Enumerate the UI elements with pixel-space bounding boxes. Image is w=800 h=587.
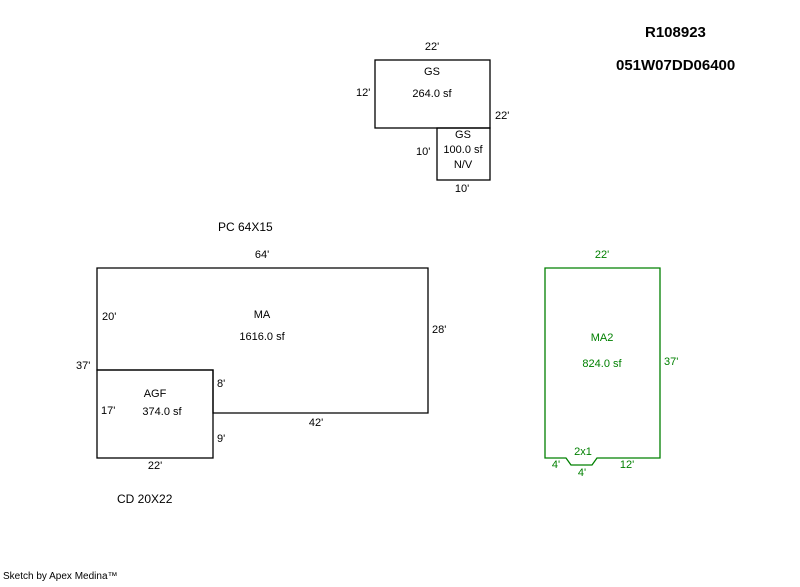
note-pc: PC 64X15 bbox=[218, 220, 273, 234]
gs2-area: 100.0 sf bbox=[443, 144, 483, 156]
gs1-dim-left: 12' bbox=[356, 87, 371, 99]
agf-dim-bottom: 22' bbox=[147, 460, 163, 472]
account-number: R108923 bbox=[645, 24, 706, 41]
gs2-outline bbox=[436, 127, 491, 181]
ma2-dim-right: 37' bbox=[664, 356, 679, 368]
ma2-dim-notch: 2x1 bbox=[574, 446, 592, 458]
ma-dim-bottom: 42' bbox=[308, 417, 324, 429]
ma-dim-left-total: 37' bbox=[76, 360, 91, 372]
ma2-label: MA2 bbox=[590, 332, 614, 344]
gs1-label: GS bbox=[424, 66, 440, 78]
agf-label: AGF bbox=[143, 388, 167, 400]
gs2-note: N/V bbox=[453, 159, 473, 171]
ma2-dim-notch-bottom: 4' bbox=[577, 467, 587, 479]
gs2-label: GS bbox=[455, 129, 471, 141]
gs1-area: 264.0 sf bbox=[412, 88, 452, 100]
ma2-area: 824.0 sf bbox=[582, 358, 622, 370]
gs2-dim-bottom: 10' bbox=[454, 183, 470, 195]
gs2-dim-left: 10' bbox=[416, 146, 431, 158]
gs2-dim-right: 22' bbox=[495, 110, 510, 122]
ma-dim-right: 28' bbox=[432, 324, 447, 336]
ma2-outline bbox=[544, 267, 661, 466]
agf-dim-left: 17' bbox=[101, 405, 116, 417]
ma-label: MA bbox=[253, 309, 271, 321]
ma-dim-left-upper: 20' bbox=[102, 311, 117, 323]
ma-area: 1616.0 sf bbox=[239, 331, 285, 343]
ma2-dim-bottom-right: 12' bbox=[619, 459, 635, 471]
ma-dim-step-upper: 8' bbox=[217, 378, 226, 390]
gs1-dim-top: 22' bbox=[424, 41, 440, 53]
ma2-dim-bottom-left: 4' bbox=[551, 459, 561, 471]
agf-outline bbox=[96, 369, 214, 459]
ma-dim-top: 64' bbox=[254, 249, 270, 261]
ma2-dim-top: 22' bbox=[594, 249, 610, 261]
ma-dim-step-lower: 9' bbox=[217, 433, 226, 445]
parcel-number: 051W07DD06400 bbox=[616, 57, 736, 74]
gs1-outline bbox=[374, 59, 491, 129]
agf-area: 374.0 sf bbox=[142, 406, 182, 418]
note-cd: CD 20X22 bbox=[117, 492, 173, 506]
sketch-credit: Sketch by Apex Medina™ bbox=[3, 571, 118, 582]
